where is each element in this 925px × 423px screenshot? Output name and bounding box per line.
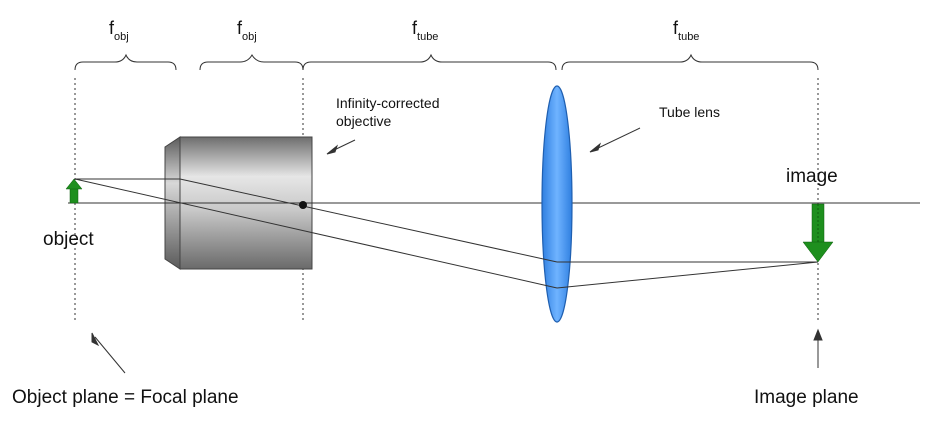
light-rays	[74, 178, 819, 289]
tube-lens-label: Tube lens	[659, 104, 720, 120]
bracket-obj-1	[74, 53, 177, 71]
image-label: image	[786, 166, 838, 187]
ray-focus-bottom	[556, 261, 819, 289]
image-arrow	[802, 203, 834, 263]
objective-label-line2: objective	[336, 113, 391, 129]
bracket-tube-2	[561, 53, 819, 71]
focal-point-dot	[299, 201, 307, 209]
object-plane-label: Object plane = Focal plane	[12, 387, 239, 408]
pointer-tube-lens	[593, 127, 641, 151]
bracket-obj-2	[199, 53, 304, 71]
pointer-object-plane	[94, 336, 126, 374]
ray-lower	[74, 178, 558, 289]
pointer-arrows	[91, 127, 823, 374]
object-arrow	[65, 178, 83, 204]
focal-brackets	[74, 53, 819, 71]
object-label: object	[43, 229, 94, 250]
focal-label-tube-2: ftube	[673, 18, 699, 43]
image-plane-label: Image plane	[754, 387, 859, 408]
ray-chief	[179, 178, 558, 263]
bracket-tube-1	[302, 53, 557, 71]
objective-label-line1: Infinity-corrected	[336, 95, 439, 111]
focal-label-obj-1: fobj	[109, 18, 129, 43]
tube-lens	[541, 85, 573, 323]
focal-label-tube-1: ftube	[412, 18, 438, 43]
focal-label-obj-2: fobj	[237, 18, 257, 43]
